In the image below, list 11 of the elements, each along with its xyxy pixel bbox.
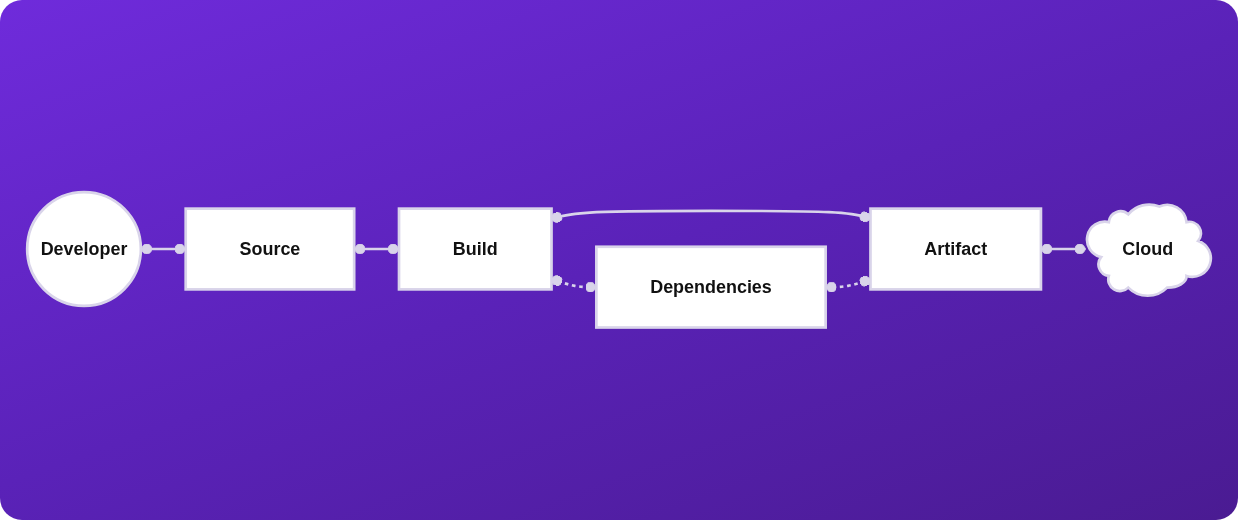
node-box: Build — [397, 207, 553, 291]
connector — [551, 275, 597, 293]
node-circle: Developer — [25, 191, 143, 308]
connector — [1040, 243, 1086, 255]
connector — [825, 275, 871, 293]
connector — [354, 243, 399, 255]
node-box: Source — [184, 207, 356, 291]
node-box: Dependencies — [595, 245, 827, 329]
connector — [551, 209, 871, 223]
node-box: Artifact — [869, 207, 1043, 291]
connector — [140, 243, 186, 255]
